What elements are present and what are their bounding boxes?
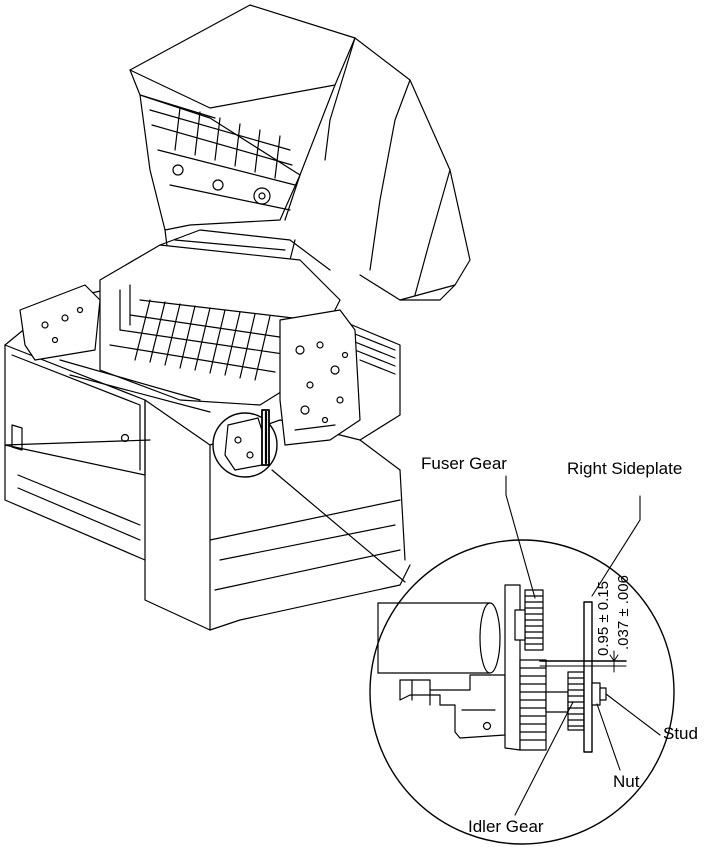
printer-right-sideplate — [280, 310, 360, 445]
nut-label: Nut — [613, 772, 640, 791]
nut-leader — [597, 704, 620, 770]
idler-gear-leader — [515, 702, 573, 815]
right-sideplate-label: Right Sideplate — [567, 459, 683, 478]
fuser-gear-label: Fuser Gear — [421, 454, 507, 473]
detail-magnified-view — [370, 540, 674, 844]
stud-leader — [606, 694, 660, 735]
detail-leader-line — [272, 470, 405, 582]
label-leaders — [506, 476, 660, 815]
detail-callout-source — [213, 410, 277, 477]
printer-left-sideplate — [20, 285, 100, 360]
fuser-gear-leader — [506, 476, 535, 598]
top-cover — [130, 5, 470, 300]
stud-label: Stud — [663, 724, 698, 743]
right-sideplate-leader — [592, 496, 640, 596]
dimension-imperial-label: .037 ± .006 — [615, 575, 632, 650]
dimension-metric-label: 0.95 ± 0.15 — [595, 581, 612, 656]
idler-gear-label: Idler Gear — [468, 817, 544, 836]
